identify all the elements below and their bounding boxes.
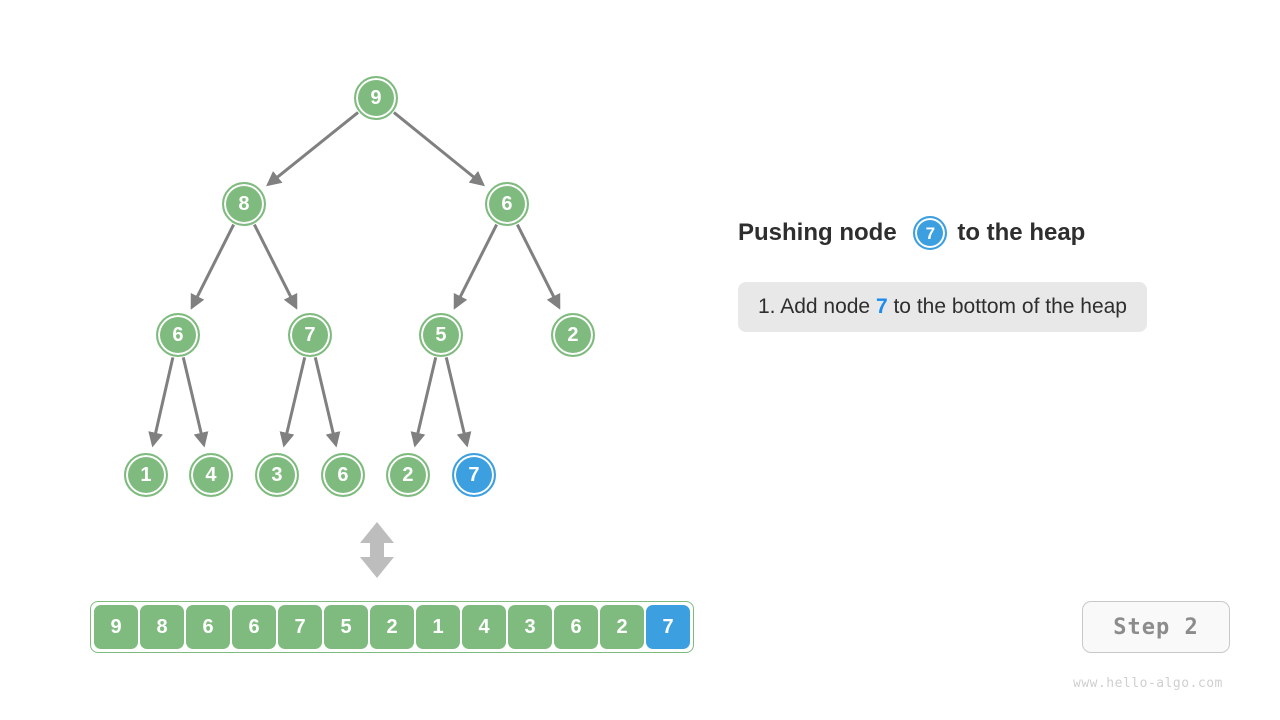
tree-node-label: 7	[468, 464, 480, 486]
tree-node-label: 6	[337, 464, 349, 486]
array-cell-0[interactable]: 9	[94, 605, 138, 649]
array-cell-8[interactable]: 4	[462, 605, 506, 649]
tree-edge	[453, 223, 498, 310]
array-cell-9[interactable]: 3	[508, 605, 552, 649]
step-description-highlight: 7	[875, 295, 888, 318]
tree-edge	[266, 111, 360, 187]
array-cell-6[interactable]: 2	[370, 605, 414, 649]
array-cell-label: 4	[478, 616, 490, 638]
array-cell-label: 7	[662, 616, 674, 638]
tree-edge	[253, 223, 298, 310]
tree-node-n12[interactable]: 7	[452, 453, 496, 497]
tree-node-n2[interactable]: 6	[485, 182, 529, 226]
array-cell-3[interactable]: 6	[232, 605, 276, 649]
step-description-prefix: 1. Add node	[758, 295, 876, 318]
tree-edge	[279, 357, 307, 448]
tree-node-label: 4	[205, 464, 217, 486]
heading-node-badge: 7	[913, 216, 948, 250]
heading-prefix: Pushing node	[738, 219, 904, 246]
array-cell-label: 5	[340, 616, 352, 638]
watermark-text: www.hello-algo.com	[1073, 676, 1223, 691]
tree-node-n6[interactable]: 2	[551, 313, 595, 357]
tree-node-n0[interactable]: 9	[354, 76, 398, 120]
tree-node-n7[interactable]: 1	[124, 453, 168, 497]
tree-node-label: 7	[304, 324, 316, 346]
tree-node-n3[interactable]: 6	[156, 313, 200, 357]
array-cell-label: 3	[524, 616, 536, 638]
array-cell-10[interactable]: 6	[554, 605, 598, 649]
tree-node-n1[interactable]: 8	[222, 182, 266, 226]
tree-node-label: 1	[140, 464, 152, 486]
heap-array: 9 8 6 6 7 5 2 1 4 3 6 2 7	[90, 601, 694, 653]
heading-suffix: to the heap	[957, 219, 1086, 246]
array-cell-label: 9	[110, 616, 122, 638]
watermark: www.hello-algo.com	[1073, 676, 1223, 691]
array-cell-label: 7	[294, 616, 306, 638]
tree-node-label: 3	[271, 464, 283, 486]
step-badge-label: Step 2	[1113, 614, 1199, 640]
tree-node-label: 5	[435, 324, 447, 346]
array-cell-5[interactable]: 5	[324, 605, 368, 649]
tree-node-n10[interactable]: 6	[321, 453, 365, 497]
array-cell-2[interactable]: 6	[186, 605, 230, 649]
array-cell-label: 2	[386, 616, 398, 638]
tree-edge	[444, 357, 472, 448]
tree-node-label: 9	[370, 87, 382, 109]
tree-node-label: 2	[567, 324, 579, 346]
double-arrow-vertical-icon	[360, 522, 394, 578]
array-cell-1[interactable]: 8	[140, 605, 184, 649]
array-cell-7[interactable]: 1	[416, 605, 460, 649]
step-description: 1. Add node 7 to the bottom of the heap	[738, 282, 1147, 333]
tree-node-label: 8	[238, 193, 250, 215]
array-cell-label: 6	[248, 616, 260, 638]
tree-node-n11[interactable]: 2	[386, 453, 430, 497]
tree-node-n4[interactable]: 7	[288, 313, 332, 357]
tree-node-label: 2	[402, 464, 414, 486]
tree-node-n9[interactable]: 3	[255, 453, 299, 497]
page-title: Pushing node 7 to the heap	[738, 205, 1208, 261]
tree-edge	[313, 357, 341, 448]
array-cell-label: 8	[156, 616, 168, 638]
tree-node-n8[interactable]: 4	[189, 453, 233, 497]
tree-edges-layer	[148, 111, 561, 448]
tree-edge	[190, 223, 235, 310]
tree-node-label: 6	[501, 193, 513, 215]
tree-node-n5[interactable]: 5	[419, 313, 463, 357]
info-panel: Pushing node 7 to the heap 1. Add node 7…	[738, 205, 1208, 333]
array-cell-label: 6	[202, 616, 214, 638]
array-cell-4[interactable]: 7	[278, 605, 322, 649]
tree-edge	[392, 111, 486, 187]
tree-node-label: 6	[172, 324, 184, 346]
array-cell-label: 1	[432, 616, 444, 638]
tree-edge	[410, 357, 438, 448]
array-cell-label: 6	[570, 616, 582, 638]
step-badge: Step 2	[1082, 601, 1230, 653]
tree-edge	[148, 357, 175, 448]
array-cell-11[interactable]: 2	[600, 605, 644, 649]
array-cell-label: 2	[616, 616, 628, 638]
step-description-suffix: to the bottom of the heap	[887, 295, 1127, 318]
tree-edge	[181, 357, 209, 448]
array-cell-12[interactable]: 7	[646, 605, 690, 649]
tree-edge	[516, 223, 561, 310]
tree-edges	[148, 111, 561, 448]
